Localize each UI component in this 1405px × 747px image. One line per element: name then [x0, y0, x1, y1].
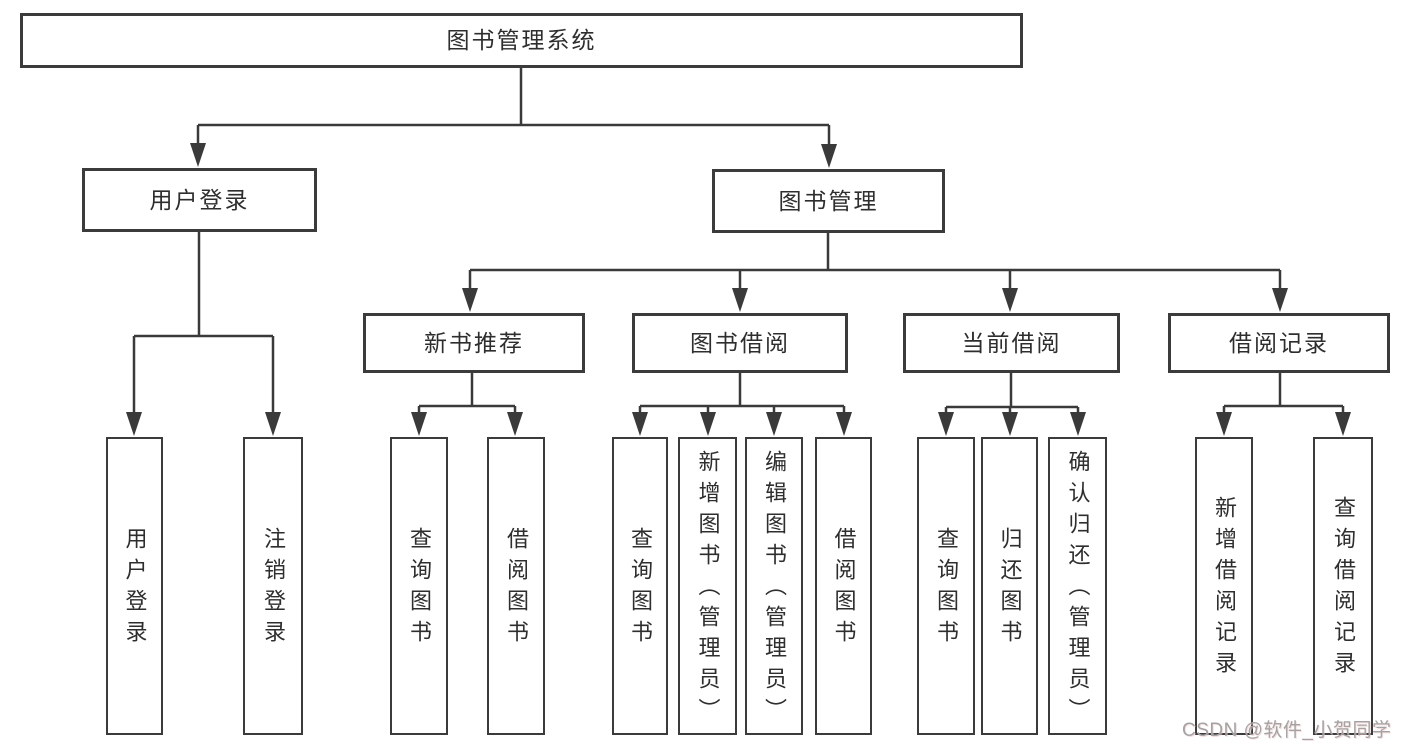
arrowhead [1272, 288, 1288, 312]
node-new-book-recommendation-label: 新书推荐 [424, 329, 524, 356]
node-borrowing-records-label: 借阅记录 [1229, 329, 1329, 356]
leaf-user-login-label: 用户登录 [122, 527, 148, 651]
arrowhead [836, 412, 852, 436]
leaf-bb-query-books-label: 查询图书 [628, 527, 653, 651]
leaf-cb-query-books-label: 查询图书 [934, 527, 959, 651]
leaf-rec-borrow-books-label: 借阅图书 [504, 527, 529, 651]
arrowhead [1335, 412, 1351, 436]
leaf-cb-query-books: 查询图书 [917, 437, 975, 735]
leaf-cb-return-books-label: 归还图书 [997, 527, 1023, 651]
node-book-borrowing-label: 图书借阅 [690, 329, 790, 356]
leaf-br-query-record: 查询借阅记录 [1313, 437, 1373, 735]
arrowhead [700, 412, 716, 436]
node-book-borrowing: 图书借阅 [632, 313, 848, 373]
arrowhead [732, 288, 748, 312]
node-current-borrowing-label: 当前借阅 [961, 329, 1062, 356]
leaf-bb-query-books: 查询图书 [612, 437, 668, 735]
leaf-bb-add-books-admin: 新增图书（管理员） [678, 437, 737, 735]
arrowhead [1070, 412, 1086, 436]
connector-book-mgmt-children [462, 233, 1288, 312]
leaf-bb-borrow-books: 借阅图书 [815, 437, 872, 735]
node-current-borrowing: 当前借阅 [903, 313, 1120, 373]
connector-user-login-children [126, 232, 281, 436]
node-book-management: 图书管理 [712, 169, 945, 233]
leaf-cb-confirm-return-admin: 确认归还（管理员） [1048, 437, 1107, 735]
connector-root-to-level2 [190, 68, 837, 168]
leaf-user-login: 用户登录 [106, 437, 163, 735]
arrowhead [938, 412, 954, 436]
node-user-login: 用户登录 [82, 168, 317, 232]
connector-book-borrow-children [632, 373, 852, 436]
leaf-bb-edit-books-admin: 编辑图书（管理员） [745, 437, 803, 735]
leaf-bb-add-books-admin-label: 新增图书（管理员） [695, 449, 721, 729]
arrowhead [1002, 288, 1018, 312]
leaf-bb-edit-books-admin-label: 编辑图书（管理员） [762, 449, 787, 729]
leaf-br-query-record-label: 查询借阅记录 [1331, 496, 1356, 682]
leaf-cb-return-books: 归还图书 [981, 437, 1038, 735]
leaf-rec-query-books-label: 查询图书 [407, 527, 432, 651]
connector-current-borrow-children [938, 373, 1086, 436]
leaf-br-add-record: 新增借阅记录 [1195, 437, 1253, 735]
leaf-br-add-record-label: 新增借阅记录 [1212, 496, 1237, 682]
arrowhead [190, 143, 206, 167]
leaf-cb-confirm-return-admin-label: 确认归还（管理员） [1065, 449, 1091, 729]
arrowhead [507, 412, 523, 436]
arrowhead [411, 412, 427, 436]
leaf-bb-borrow-books-label: 借阅图书 [831, 527, 857, 651]
csdn-watermark: CSDN @软件_小贺同学 [1182, 720, 1392, 741]
arrowhead [126, 412, 142, 436]
node-borrowing-records: 借阅记录 [1168, 313, 1390, 373]
leaf-logout: 注销登录 [243, 437, 303, 735]
arrowhead [1216, 412, 1232, 436]
arrowhead [766, 412, 782, 436]
node-book-management-system: 图书管理系统 [20, 13, 1023, 68]
node-book-management-system-label: 图书管理系统 [446, 27, 597, 53]
connector-new-book-rec-children [411, 373, 523, 436]
connector-borrow-records-children [1216, 373, 1351, 436]
arrowhead [821, 144, 837, 168]
arrowhead [632, 412, 648, 436]
node-user-login-label: 用户登录 [149, 186, 250, 213]
node-book-management-label: 图书管理 [778, 187, 879, 214]
leaf-rec-borrow-books: 借阅图书 [487, 437, 545, 735]
leaf-logout-label: 注销登录 [261, 527, 286, 651]
arrowhead [265, 412, 281, 436]
node-new-book-recommendation: 新书推荐 [363, 313, 585, 373]
leaf-rec-query-books: 查询图书 [390, 437, 448, 735]
arrowhead [462, 288, 478, 312]
arrowhead [1002, 412, 1018, 436]
